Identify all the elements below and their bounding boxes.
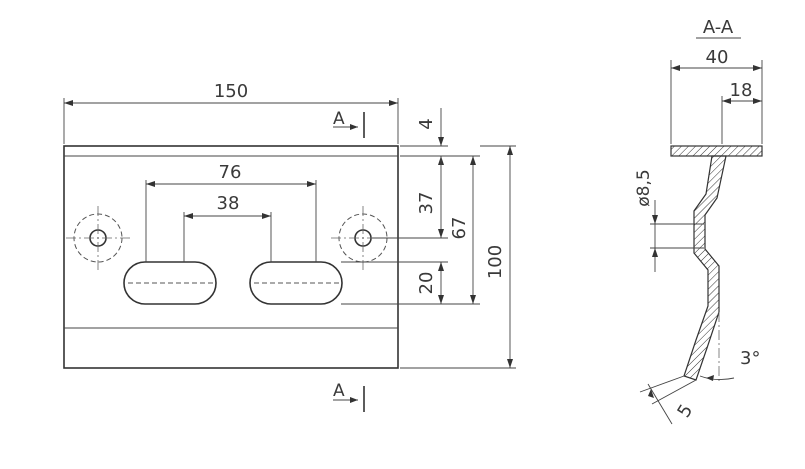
dim-flange-width-label: 40 — [706, 47, 729, 68]
dim-slot-outer-label: 76 — [219, 162, 242, 183]
section-view: A-A 40 18 ø8,5 — [634, 17, 763, 425]
dim-width-150: 150 — [63, 81, 399, 144]
dim-width-label: 150 — [214, 81, 248, 102]
dim-hole-diameter: ø8,5 — [634, 169, 704, 272]
dim-top-offset-4: 4 — [400, 108, 448, 165]
dim-slot-height-label: 20 — [416, 272, 437, 295]
dim-hole-diameter-label: ø8,5 — [634, 169, 654, 206]
dim-flange-offset-label: 18 — [730, 80, 753, 101]
dim-slot-bottom-67: 67 — [448, 155, 480, 304]
dim-slot-outer-76: 76 — [145, 162, 317, 262]
left-mounting-hole — [66, 206, 130, 270]
dim-top-offset-label: 4 — [416, 118, 437, 129]
dim-height-label: 100 — [485, 245, 506, 279]
section-title: A-A — [703, 17, 734, 38]
dim-slot-inner-label: 38 — [217, 193, 240, 214]
dim-hole-37: 37 — [372, 156, 448, 239]
section-profile — [683, 155, 727, 381]
left-slot — [123, 261, 217, 305]
dim-thickness-5: 5 — [639, 375, 697, 425]
section-flange — [670, 145, 763, 157]
section-mark-top: A — [333, 109, 365, 138]
front-view: 150 76 38 A A — [63, 81, 516, 412]
dim-height-100: 100 — [400, 145, 516, 369]
dim-slot-height-20: 20 — [341, 261, 480, 305]
dim-flange-18: 18 — [721, 80, 762, 144]
dim-slot-inner-38: 38 — [183, 193, 272, 262]
plate-outline — [63, 145, 399, 369]
dim-thickness-label: 5 — [673, 401, 697, 422]
svg-text:A: A — [333, 381, 345, 401]
right-slot — [249, 261, 343, 305]
dim-flange-40: 40 — [670, 47, 763, 144]
dim-angle-3deg: 3° — [699, 312, 760, 384]
dim-angle-label: 3° — [740, 348, 760, 369]
svg-text:A: A — [333, 109, 345, 129]
section-mark-bottom: A — [333, 381, 365, 412]
dim-hole-label: 37 — [416, 192, 437, 215]
dim-slot-bottom-label: 67 — [449, 217, 470, 240]
